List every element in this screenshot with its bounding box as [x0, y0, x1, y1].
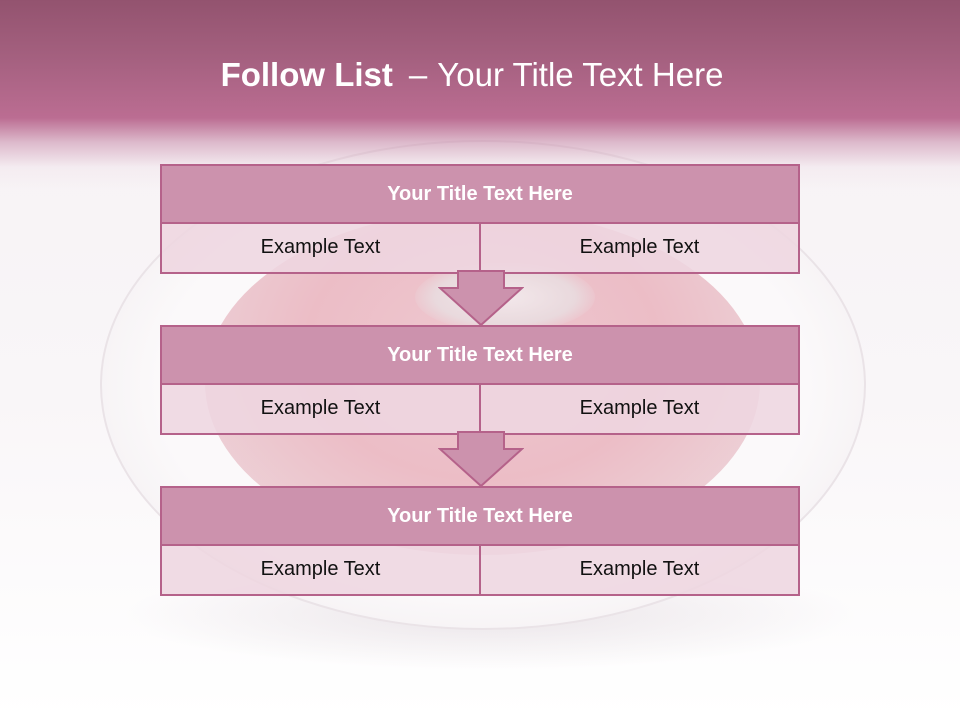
step-row: Example Text Example Text — [162, 385, 798, 433]
step-left-text: Example Text — [260, 236, 381, 258]
step-title: Your Title Text Here — [162, 166, 798, 224]
step-right-text: Example Text — [479, 224, 798, 272]
step-right-text: Example Text — [479, 546, 798, 594]
step-block-3: Your Title Text Here Example Text Exampl… — [160, 486, 800, 596]
step-block-2: Your Title Text Here Example Text Exampl… — [160, 325, 800, 435]
slide-title-separator: – — [408, 56, 428, 93]
slide-title-rest: Your Title Text Here — [437, 56, 724, 93]
step-right-text: Example Text — [479, 385, 798, 433]
step-left-text: Example Text — [260, 558, 381, 580]
step-row: Example Text Example Text — [162, 546, 798, 594]
down-arrow-icon — [438, 431, 524, 487]
step-title: Your Title Text Here — [162, 327, 798, 385]
step-left-text: Example Text — [260, 397, 381, 419]
step-title: Your Title Text Here — [162, 488, 798, 546]
down-arrow-icon — [438, 270, 524, 326]
slide-title-bold: Follow List — [220, 56, 393, 93]
step-row: Example Text Example Text — [162, 224, 798, 272]
step-block-1: Your Title Text Here Example Text Exampl… — [160, 164, 800, 274]
slide-title: Follow List–Your Title Text Here — [0, 56, 944, 94]
header-band — [0, 0, 960, 190]
